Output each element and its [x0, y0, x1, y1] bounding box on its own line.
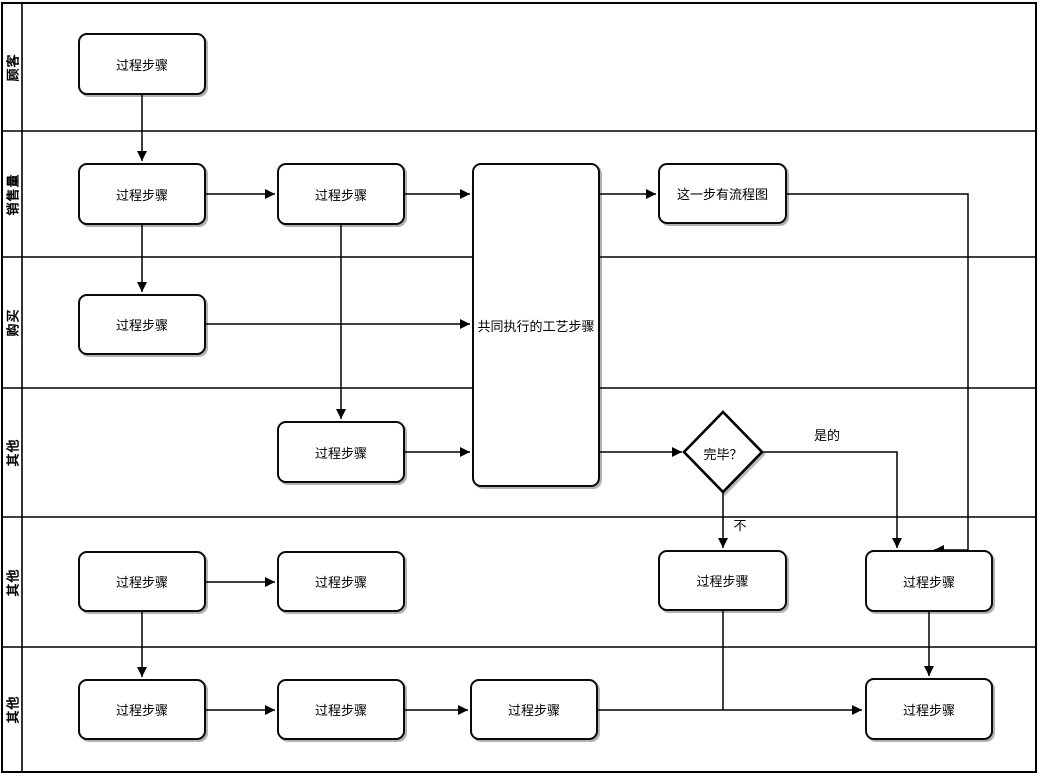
lane-label-other-1: 其他 — [5, 438, 21, 467]
lane-label-other-3: 其他 — [5, 695, 21, 724]
process-node-no-step[interactable]: 过程步骤 — [658, 550, 787, 611]
process-node-customer-step[interactable]: 过程步骤 — [78, 33, 206, 95]
edges — [137, 95, 969, 715]
process-node-shared-process[interactable]: 共同执行的工艺步骤 — [472, 163, 600, 487]
process-node-row6-step-2[interactable]: 过程步骤 — [277, 679, 405, 740]
process-node-sales-step-2[interactable]: 过程步骤 — [277, 163, 405, 225]
process-node-row6-step-3[interactable]: 过程步骤 — [470, 679, 598, 740]
lane-label-customer: 顾客 — [5, 52, 21, 82]
decision-label: 完毕？ — [703, 447, 743, 462]
edge-label-yes: 是的 — [802, 428, 852, 444]
edge-subprocess-loop-to-yesstep — [787, 193, 969, 555]
process-node-final-step[interactable]: 过程步骤 — [865, 678, 993, 740]
process-node-row5-step-1[interactable]: 过程步骤 — [78, 551, 206, 612]
edge-decision-yes — [763, 451, 902, 548]
process-node-row6-step-1[interactable]: 过程步骤 — [78, 679, 206, 740]
process-node-subprocess[interactable]: 这一步有流程图 — [658, 163, 787, 224]
edge-label-no: 不 — [727, 518, 753, 534]
decision-diamond[interactable] — [682, 410, 764, 494]
lane-label-other-2: 其他 — [5, 567, 21, 597]
process-node-row5-step-2[interactable]: 过程步骤 — [277, 551, 405, 612]
process-node-purchase-step[interactable]: 过程步骤 — [78, 294, 206, 355]
process-node-yes-step[interactable]: 过程步骤 — [865, 550, 993, 612]
process-node-sales-step-1[interactable]: 过程步骤 — [78, 163, 206, 225]
lane-label-purchase: 购买 — [5, 308, 21, 337]
lane-label-sales: 销售量 — [5, 172, 21, 216]
process-node-other-step[interactable]: 过程步骤 — [277, 421, 405, 483]
